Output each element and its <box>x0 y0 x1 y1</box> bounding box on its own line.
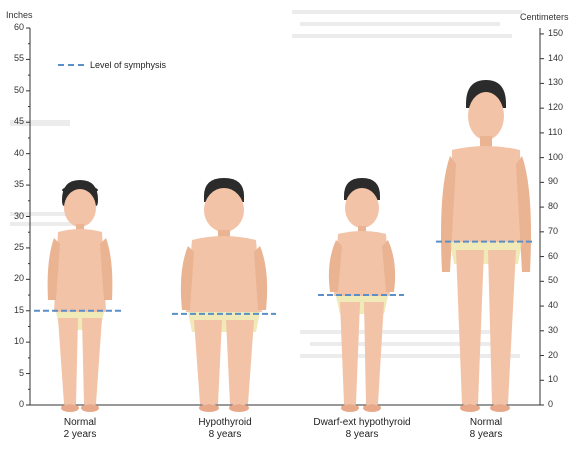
caption-1-line1: Normal <box>40 417 120 429</box>
figure-normal-8-years <box>441 80 531 412</box>
caption-figure-1: Normal 2 years <box>40 417 120 441</box>
figure-hypothyroid-8-years <box>181 178 267 412</box>
caption-figure-3: Dwarf-ext hypothyroid 8 years <box>300 417 424 441</box>
caption-4-line2: 8 years <box>446 429 526 441</box>
caption-4-line1: Normal <box>446 417 526 429</box>
caption-2-line2: 8 years <box>180 429 270 441</box>
caption-figure-2: Hypothyroid 8 years <box>180 417 270 441</box>
figure-normal-2-years <box>48 180 113 412</box>
caption-3-line2: 8 years <box>300 429 424 441</box>
caption-figure-4: Normal 8 years <box>446 417 526 441</box>
caption-2-line1: Hypothyroid <box>180 417 270 429</box>
caption-1-line2: 2 years <box>40 429 120 441</box>
caption-3-line1: Dwarf-ext hypothyroid <box>300 417 424 429</box>
